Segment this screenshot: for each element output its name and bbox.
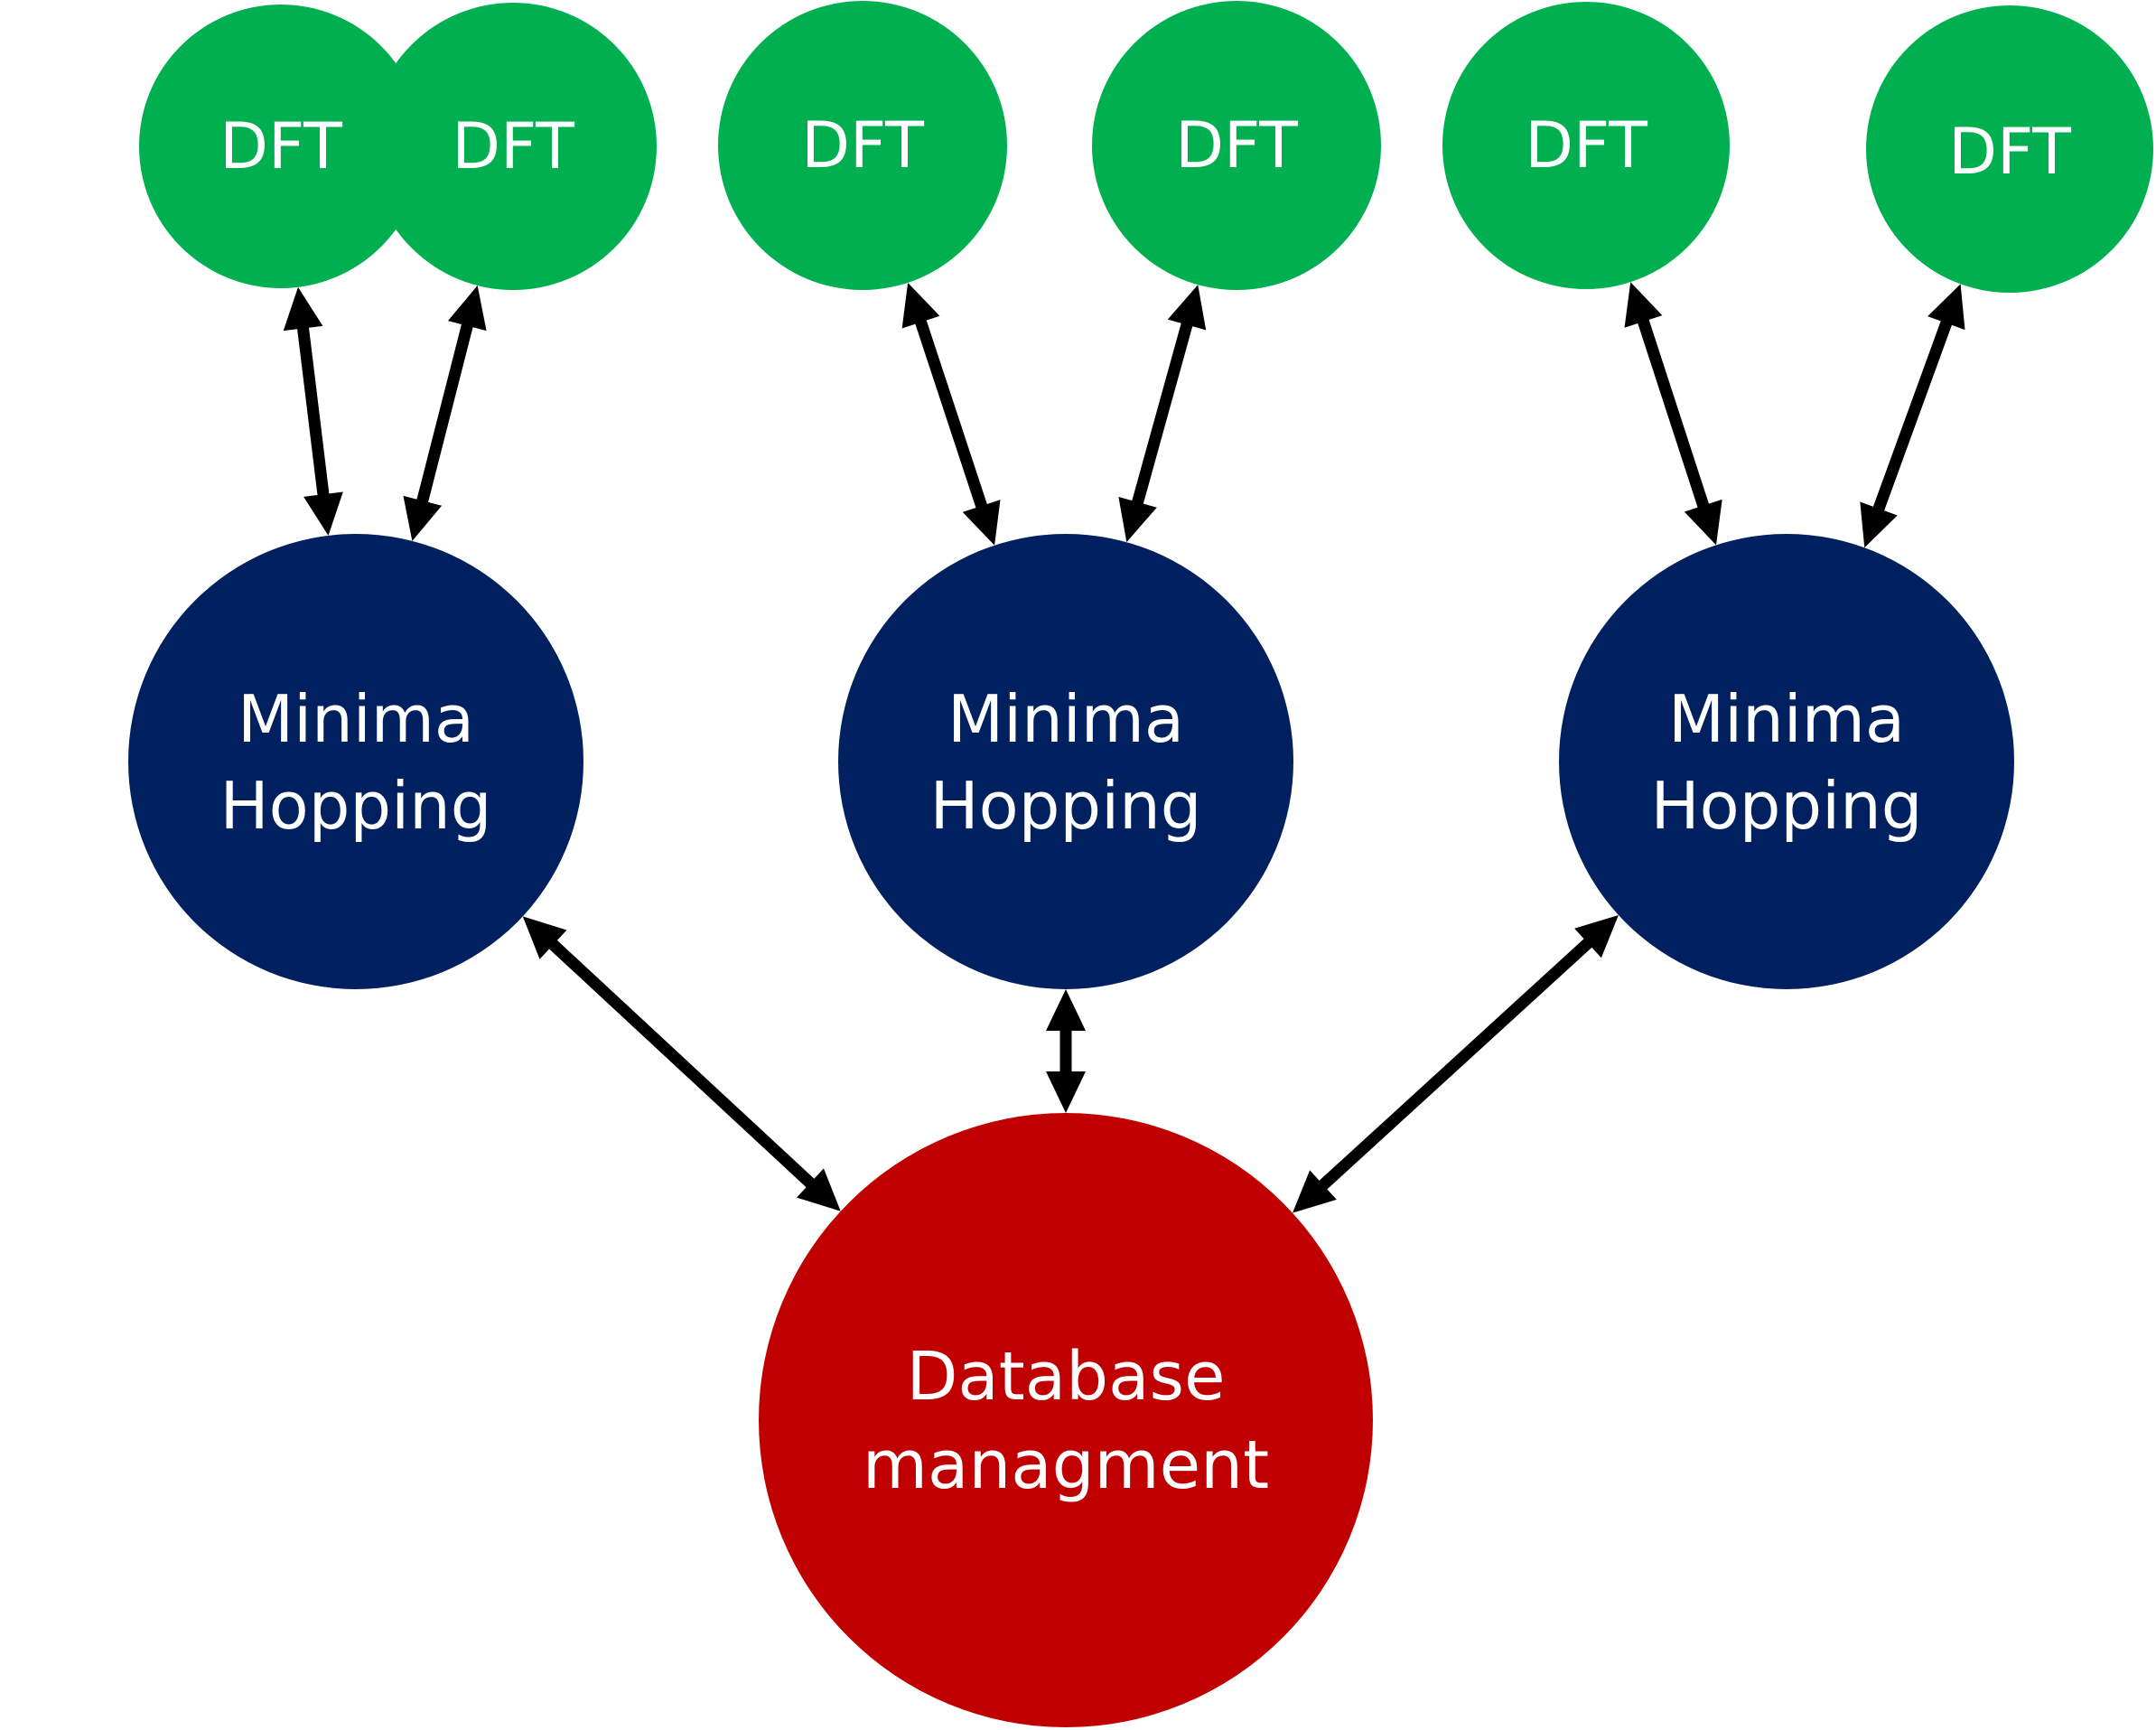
arrowhead-9-end — [1293, 1170, 1337, 1213]
arrowhead-2-start — [447, 285, 487, 332]
arrowhead-3-start — [901, 282, 940, 329]
database-label-line2: managment — [863, 1426, 1269, 1504]
dft-circle-5 — [1442, 2, 1730, 289]
dft-circle-2 — [369, 3, 657, 290]
arrowhead-4-end — [1118, 496, 1157, 543]
arrowhead-7-start — [522, 916, 567, 959]
dft-label-4: DFT — [1175, 108, 1298, 182]
dft-label-3: DFT — [801, 108, 924, 182]
minima-hopping-label-2-line1: Minima — [947, 681, 1184, 757]
arrowhead-5-end — [1684, 499, 1722, 546]
database-label-line1: Database — [906, 1338, 1225, 1416]
arrowhead-4-start — [1167, 285, 1207, 331]
dft-label-6: DFT — [1948, 115, 2071, 189]
minima-hopping-node-1: Minima Hopping — [128, 534, 583, 989]
dft-label-5: DFT — [1525, 108, 1647, 182]
minima-hopping-label-1-line1: Minima — [238, 681, 474, 757]
dft-circle-1 — [139, 5, 423, 288]
dft-circle-3 — [718, 1, 1007, 290]
dft-node-1: DFT — [139, 5, 423, 288]
arrowhead-8-end — [1046, 1071, 1086, 1113]
dft-circle-6 — [1866, 5, 2153, 293]
dft-circle-4 — [1092, 1, 1381, 290]
minima-hopping-circle-2 — [838, 534, 1293, 989]
edge-line-3 — [914, 316, 989, 511]
dft-node-4: DFT — [1092, 1, 1381, 290]
minima-hopping-label-2-line2: Hopping — [930, 768, 1202, 844]
minima-hopping-circle-1 — [128, 534, 583, 989]
edge-line-6 — [1871, 317, 1954, 514]
edge-line-2 — [415, 321, 474, 506]
dft-label-1: DFT — [219, 109, 342, 183]
edge-line-9 — [1316, 936, 1595, 1192]
dft-node-3: DFT — [718, 1, 1007, 290]
dft-label-2: DFT — [452, 109, 574, 183]
dft-node-2: DFT — [369, 3, 657, 290]
arrowhead-3-end — [962, 500, 1001, 546]
arrowhead-5-start — [1624, 282, 1663, 328]
minima-hopping-node-3: Minima Hopping — [1559, 534, 2014, 989]
edge-line-7 — [546, 938, 817, 1190]
database-circle — [759, 1113, 1373, 1727]
edges-layer — [283, 282, 1965, 1213]
minima-hopping-label-3-line2: Hopping — [1651, 768, 1923, 844]
edge-line-5 — [1637, 316, 1711, 511]
minima-hopping-label-1-line2: Hopping — [220, 768, 492, 844]
dft-node-5: DFT — [1442, 2, 1730, 289]
edge-line-4 — [1131, 319, 1194, 508]
arrowhead-1-end — [303, 491, 343, 536]
arrowhead-6-end — [1860, 501, 1898, 548]
minima-hopping-circle-3 — [1559, 534, 2014, 989]
arrowhead-9-start — [1574, 914, 1619, 959]
minima-hopping-node-2: Minima Hopping — [838, 534, 1293, 989]
minima-hopping-label-3-line1: Minima — [1668, 681, 1905, 757]
dft-node-6: DFT — [1866, 5, 2153, 293]
arrowhead-6-start — [1927, 284, 1965, 331]
database-node: Database managment — [759, 1113, 1373, 1727]
arrowhead-8-start — [1046, 989, 1086, 1031]
arrowhead-7-end — [797, 1168, 841, 1211]
arrowhead-2-end — [403, 495, 443, 541]
edge-line-1 — [296, 323, 330, 499]
arrowhead-1-start — [283, 286, 323, 332]
